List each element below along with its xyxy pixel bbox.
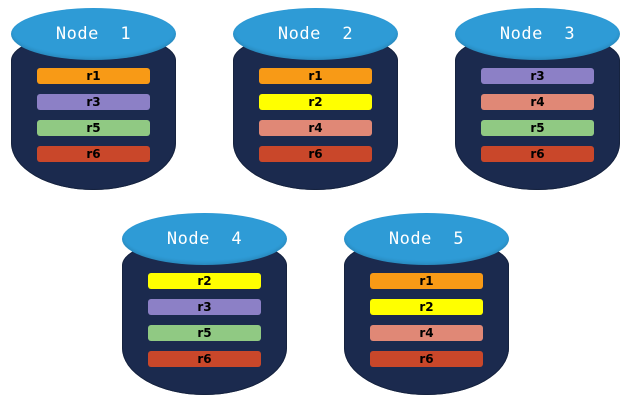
replica-list: r2 r3 r5 r6 (148, 273, 261, 367)
replica-bar[interactable]: r3 (37, 94, 150, 110)
replica-bar[interactable]: r1 (37, 68, 150, 84)
replica-bar[interactable]: r6 (37, 146, 150, 162)
replica-bar[interactable]: r4 (370, 325, 483, 341)
replica-bar[interactable]: r3 (481, 68, 594, 84)
cylinder-top-icon (233, 8, 398, 60)
replica-list: r1 r2 r4 r6 (370, 273, 483, 367)
replica-bar[interactable]: r6 (481, 146, 594, 162)
cylinder-top-icon (11, 8, 176, 60)
replica-bar[interactable]: r2 (259, 94, 372, 110)
replica-bar[interactable]: r5 (481, 120, 594, 136)
replica-bar[interactable]: r5 (37, 120, 150, 136)
replica-bar[interactable]: r4 (259, 120, 372, 136)
replica-bar[interactable]: r1 (259, 68, 372, 84)
replica-bar[interactable]: r6 (148, 351, 261, 367)
replica-bar[interactable]: r2 (370, 299, 483, 315)
replica-list: r1 r3 r5 r6 (37, 68, 150, 162)
cylinder-top-icon (344, 213, 509, 265)
replica-bar[interactable]: r6 (370, 351, 483, 367)
replica-bar[interactable]: r2 (148, 273, 261, 289)
cylinder-top-icon (122, 213, 287, 265)
replica-bar[interactable]: r4 (481, 94, 594, 110)
replica-bar[interactable]: r1 (370, 273, 483, 289)
replica-list: r3 r4 r5 r6 (481, 68, 594, 162)
replica-bar[interactable]: r3 (148, 299, 261, 315)
replica-bar[interactable]: r5 (148, 325, 261, 341)
replica-bar[interactable]: r6 (259, 146, 372, 162)
cylinder-top-icon (455, 8, 620, 60)
replica-list: r1 r2 r4 r6 (259, 68, 372, 162)
